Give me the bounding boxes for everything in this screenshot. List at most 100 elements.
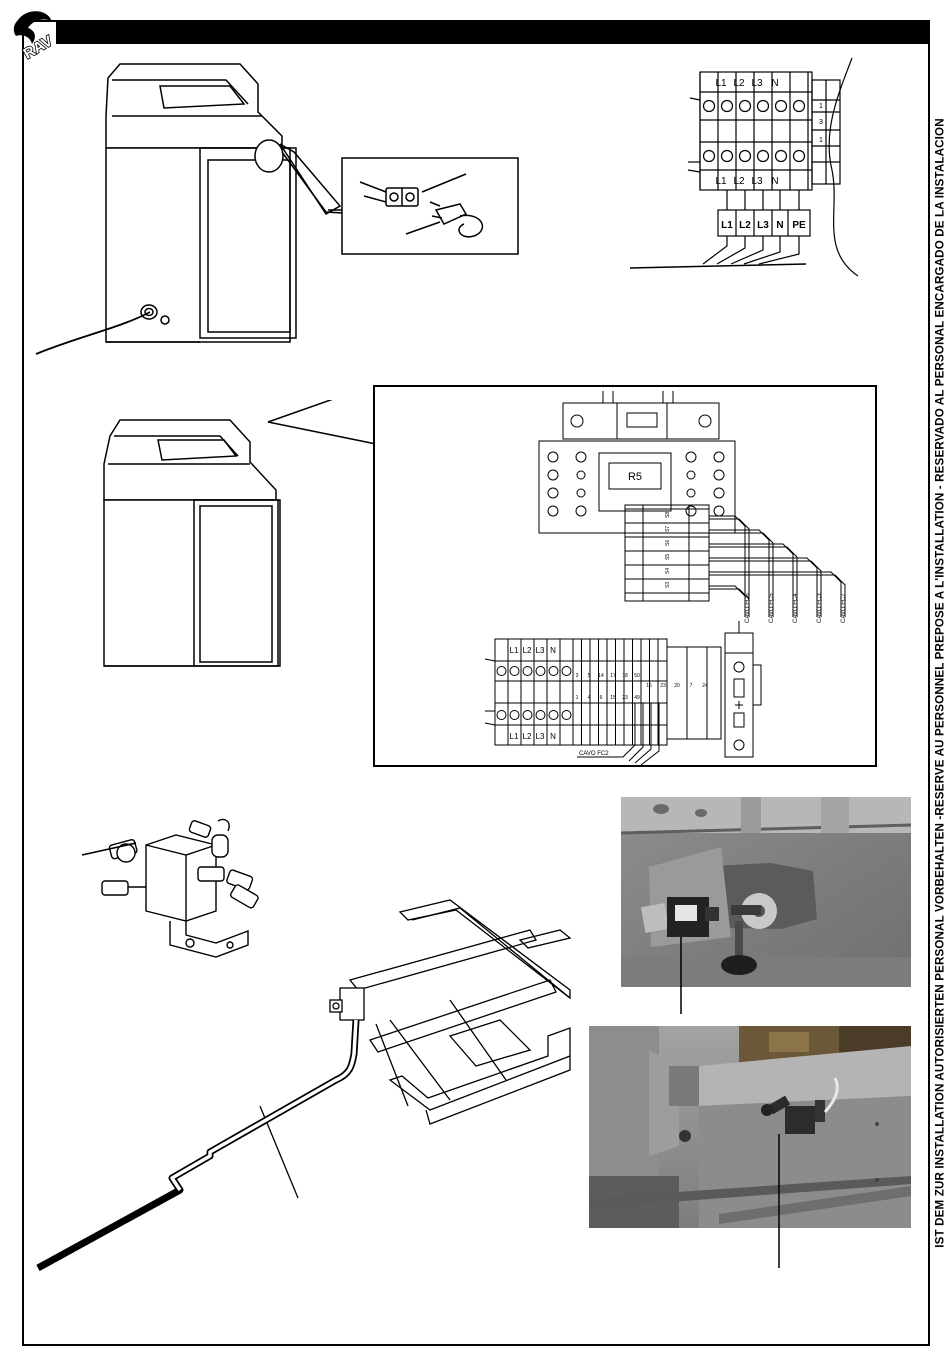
tb-bot-header-3: L3 xyxy=(751,176,763,187)
tb-plug-wire-bottom xyxy=(743,236,781,265)
bt-screw-bottom xyxy=(561,710,572,720)
switch-wire xyxy=(709,532,774,617)
tb-screw-top xyxy=(720,99,734,113)
relay-screw xyxy=(575,505,587,517)
relay-contact xyxy=(686,488,696,498)
switch-wire xyxy=(709,546,798,617)
switch-wire xyxy=(709,518,750,617)
relay-screw xyxy=(713,487,725,499)
tb-screw-top xyxy=(774,99,788,113)
switch-row-5: S4 xyxy=(665,568,671,574)
switch-wire xyxy=(709,560,822,617)
relay-contact xyxy=(576,470,586,480)
bt-row1-number: 18 xyxy=(622,673,628,679)
lift-frame-illustration xyxy=(36,899,572,1272)
bt-screw-top xyxy=(522,666,533,676)
tb-plug-wire-bottom xyxy=(702,236,728,265)
bt-row2-number: 1 xyxy=(576,695,579,701)
tb-plug-label-4: N xyxy=(776,220,783,231)
bt-screw-top xyxy=(561,666,572,676)
tb-screw-top xyxy=(702,99,716,113)
photo-pointer-lines xyxy=(680,986,780,1268)
relay-screw xyxy=(575,451,587,463)
relay-screw xyxy=(713,451,725,463)
bt-header-top: L2 xyxy=(523,646,532,655)
tb-screw-bottom xyxy=(702,149,716,163)
bt-screw-bottom xyxy=(548,710,559,720)
bt-extra-number: 7 xyxy=(690,683,693,689)
switch-wire xyxy=(709,571,842,617)
bt-extra-number: 23 xyxy=(660,683,666,689)
rav-logo: RAV xyxy=(13,11,56,62)
switch-row-3: S6 xyxy=(665,540,671,546)
tb-screw-bottom xyxy=(720,149,734,163)
bt-screw-top xyxy=(548,666,559,676)
bt-header-bottom: L2 xyxy=(523,732,532,741)
tb-plug-label-2: L2 xyxy=(739,220,751,231)
switch-wire xyxy=(709,585,746,617)
relay-contact xyxy=(576,488,586,498)
switch-row-1: S8 xyxy=(665,512,671,518)
tb-screw-top xyxy=(756,99,770,113)
terminal-block-diagram: L1 L2 L3 N L1 L2 L3 N 1 3 1 L1 L2 L3 N P… xyxy=(629,57,859,277)
tb-bot-header-1: L1 xyxy=(715,176,727,187)
bt-row2-number: 4 xyxy=(588,695,591,701)
bt-header-top: L1 xyxy=(510,646,519,655)
bottom-cable-label: CAVO FC2 xyxy=(579,751,609,757)
relay-label: R5 xyxy=(628,471,642,483)
side-banner-text: IST DEM ZUR INSTALLATION AUTORISIERTEN P… xyxy=(933,118,947,1248)
tb-plug-label-1: L1 xyxy=(721,220,733,231)
cable-label-3: CAVO FC4 xyxy=(793,593,799,623)
bt-row1-number: 5 xyxy=(588,673,591,679)
relay-screw xyxy=(547,469,559,481)
switch-wire xyxy=(709,543,794,617)
bt-row1-number: 14 xyxy=(598,673,604,679)
tb-screw-top xyxy=(738,99,752,113)
switch-row-6: S3 xyxy=(665,582,671,588)
tb-side-number-2: 3 xyxy=(819,119,823,126)
cable-label-5: CAVO FC7 xyxy=(841,593,847,623)
relay-screw xyxy=(685,505,697,517)
tb-side-number-1: 1 xyxy=(819,103,823,110)
bt-screw-bottom xyxy=(496,710,507,720)
bt-extra-number: 24 xyxy=(702,683,708,689)
bt-screw-top xyxy=(496,666,507,676)
side-banner: IST DEM ZUR INSTALLATION AUTORISIERTEN P… xyxy=(930,20,950,1346)
switch-wire xyxy=(709,588,750,617)
tb-plug-wire-bottom xyxy=(758,236,800,265)
switch-wire xyxy=(709,557,818,617)
hydraulic-valve-illustration xyxy=(81,818,259,958)
bt-screw-bottom xyxy=(509,710,520,720)
tb-screw-bottom xyxy=(738,149,752,163)
bt-row2-number: 49 xyxy=(634,695,640,701)
photo-limit-switch-2 xyxy=(589,1026,911,1228)
header-bar xyxy=(56,20,928,44)
tb-plug-label-3: L3 xyxy=(757,220,769,231)
bt-extra-number: 16 xyxy=(646,683,652,689)
tb-screw-bottom xyxy=(792,149,806,163)
bt-screw-top xyxy=(509,666,520,676)
bt-header-top: N xyxy=(550,646,556,655)
relay-screw xyxy=(547,487,559,499)
bt-row2-number: 6 xyxy=(600,695,603,701)
bt-header-bottom: L3 xyxy=(536,732,545,741)
tb-plug-label-5: PE xyxy=(792,220,806,231)
tb-top-header-1: L1 xyxy=(715,78,727,89)
bt-header-bottom: N xyxy=(550,732,556,741)
switch-row-2: S7 xyxy=(665,526,671,532)
tb-plug-wire-bottom xyxy=(716,236,746,265)
control-cabinet-illustration-2 xyxy=(103,400,377,667)
tb-bot-header-4: N xyxy=(771,176,778,187)
bt-row1-number: 3 xyxy=(576,673,579,679)
relay-screw xyxy=(547,505,559,517)
tb-top-header-3: L3 xyxy=(751,78,763,89)
bt-screw-top xyxy=(535,666,546,676)
bt-extra-number: 20 xyxy=(674,683,680,689)
tb-top-header-2: L2 xyxy=(733,78,745,89)
cable-label-2: CAVO FC5 xyxy=(769,593,775,623)
relay-screw xyxy=(685,451,697,463)
bt-row2-number: 23 xyxy=(622,695,628,701)
photo-limit-switch-1 xyxy=(621,797,911,987)
tb-bot-header-2: L2 xyxy=(733,176,745,187)
switch-wire xyxy=(709,529,770,617)
